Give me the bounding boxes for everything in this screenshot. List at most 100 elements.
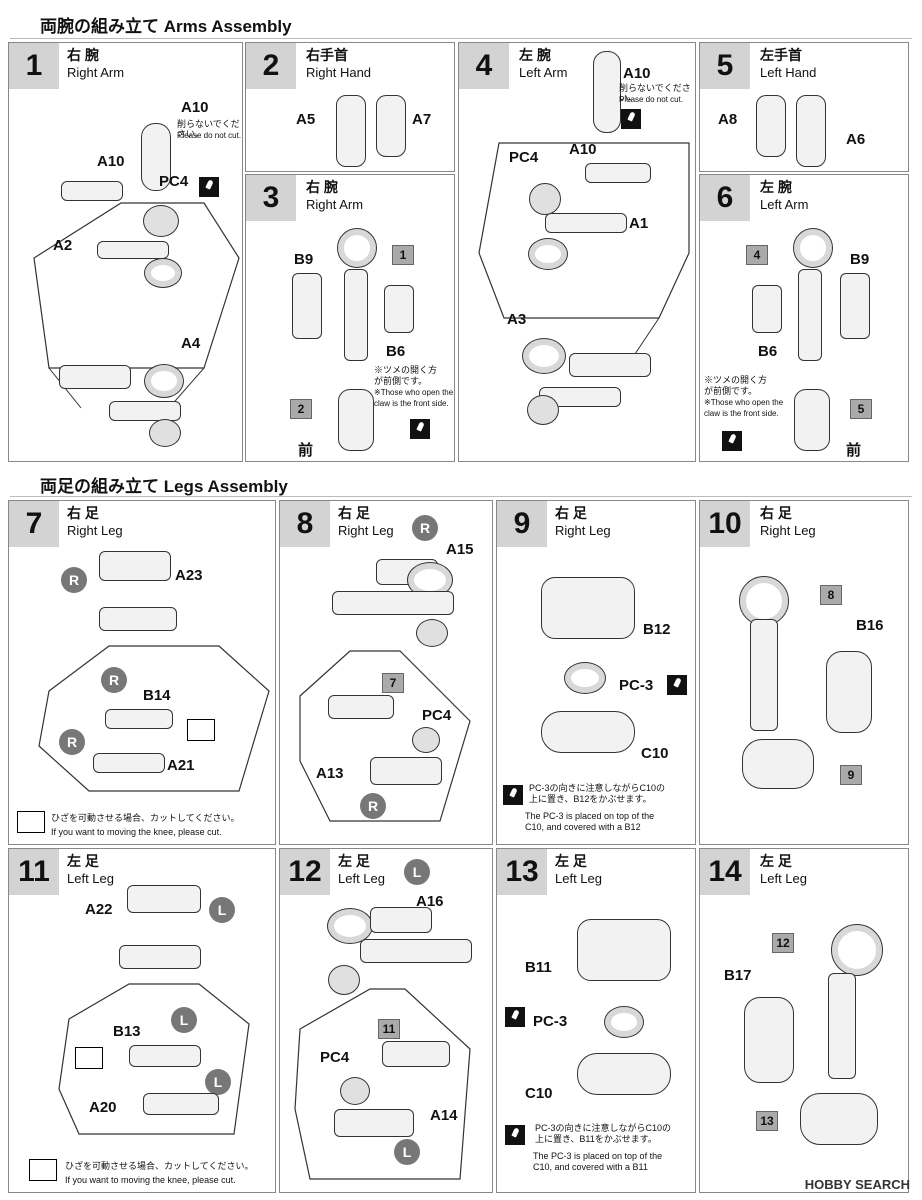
step-number: 5 xyxy=(700,43,750,89)
part-label: B6 xyxy=(386,343,406,360)
part-shape xyxy=(332,591,454,615)
cut-icon xyxy=(410,419,430,439)
pc3-note: PC-3の向きに注意しながらC10の上に置き、B12をかぶせます。 xyxy=(529,783,666,804)
part-shape xyxy=(61,181,123,201)
step-number: 1 xyxy=(9,43,59,89)
part-shape xyxy=(527,395,559,425)
note-text: 削らないでください。 xyxy=(619,83,691,103)
part-shape xyxy=(337,228,377,268)
note-text: 削らないでください。 xyxy=(177,119,240,139)
step-number: 13 xyxy=(497,849,547,895)
part-shape xyxy=(149,419,181,447)
part-shape xyxy=(826,651,872,733)
knee-note-jp: ひざを可動させる場合、カットしてください。 xyxy=(65,1161,254,1171)
part-label: A3 xyxy=(507,311,527,328)
part-shape xyxy=(376,95,406,157)
part-shape xyxy=(144,258,182,288)
cut-knee-icon xyxy=(187,719,215,741)
left-marker: L xyxy=(205,1069,231,1095)
front-label: 前 xyxy=(846,442,862,459)
part-label: PC4 xyxy=(320,1049,350,1066)
part-shape xyxy=(541,711,635,753)
part-shape xyxy=(528,238,568,270)
part-shape xyxy=(336,95,366,167)
part-label: A10 xyxy=(181,99,209,116)
part-shape xyxy=(328,965,360,995)
cut-knee-icon xyxy=(29,1159,57,1181)
step-number: 7 xyxy=(9,501,59,547)
part-label: A5 xyxy=(296,111,316,128)
cut-icon xyxy=(199,177,219,197)
part-shape xyxy=(742,739,814,789)
part-label: B11 xyxy=(525,959,552,976)
part-label: A10 xyxy=(623,65,651,82)
part-shape xyxy=(328,695,394,719)
step-number: 8 xyxy=(280,501,330,547)
part-shape xyxy=(143,1093,219,1115)
part-label: C10 xyxy=(525,1085,553,1102)
part-shape xyxy=(384,285,414,333)
part-label: B12 xyxy=(643,621,671,638)
part-shape xyxy=(585,163,651,183)
part-shape xyxy=(338,389,374,451)
note-text: Please do not cut. xyxy=(619,95,684,104)
part-shape xyxy=(798,269,822,361)
part-label: A2 xyxy=(53,237,73,254)
divider xyxy=(10,496,912,497)
right-marker: R xyxy=(101,667,127,693)
right-marker: R xyxy=(412,515,438,541)
part-label: A7 xyxy=(412,111,432,128)
step-ref: 11 xyxy=(378,1019,400,1039)
part-shape xyxy=(752,285,782,333)
step-ref: 4 xyxy=(746,245,768,265)
part-shape xyxy=(340,1077,370,1105)
step-number: 14 xyxy=(700,849,750,895)
part-label: A10 xyxy=(569,141,597,158)
front-label: 前 xyxy=(298,442,314,459)
part-shape xyxy=(522,338,566,374)
knee-note-en: If you want to moving the knee, please c… xyxy=(51,827,222,837)
step-number: 2 xyxy=(246,43,296,89)
step-number: 10 xyxy=(700,501,750,547)
step-ref: 7 xyxy=(382,673,404,693)
step-ref: 2 xyxy=(290,399,312,419)
step-number: 4 xyxy=(459,43,509,89)
part-label: C10 xyxy=(641,745,669,762)
part-shape xyxy=(127,885,201,913)
part-label: A22 xyxy=(85,901,113,918)
part-shape xyxy=(604,1006,644,1038)
runner-gate xyxy=(141,123,171,191)
part-shape xyxy=(800,1093,878,1145)
part-shape xyxy=(99,607,177,631)
part-label: B14 xyxy=(143,687,171,704)
knee-note-jp: ひざを可動させる場合、カットしてください。 xyxy=(51,813,240,823)
part-label: A10 xyxy=(97,153,125,170)
part-shape xyxy=(129,1045,201,1067)
part-shape xyxy=(750,619,778,731)
part-shape xyxy=(828,973,856,1079)
part-shape xyxy=(119,945,201,969)
step-ref: 13 xyxy=(756,1111,778,1131)
step-number: 3 xyxy=(246,175,296,221)
part-shape xyxy=(577,919,671,981)
part-shape xyxy=(564,662,606,694)
part-label: A4 xyxy=(181,335,201,352)
cut-icon xyxy=(505,1007,525,1027)
